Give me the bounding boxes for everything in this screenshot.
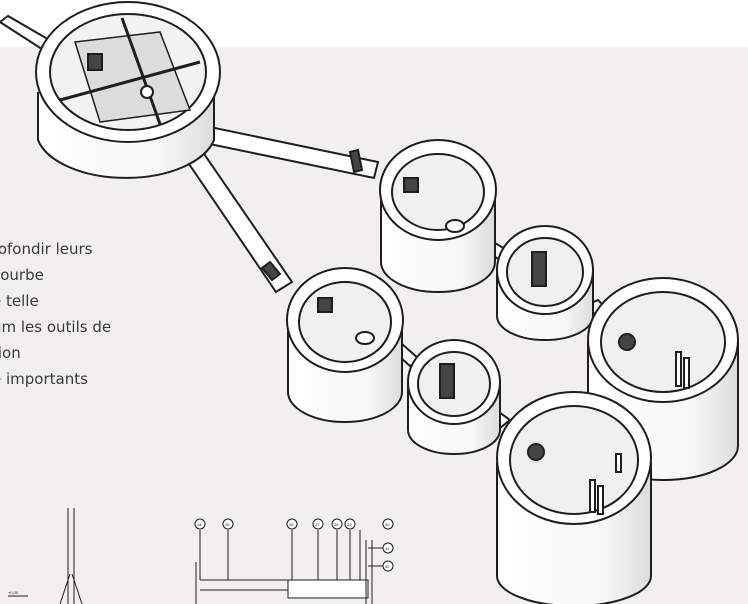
flange-icon — [260, 148, 364, 282]
text-line-1: rofondir leurs — [0, 240, 93, 258]
tank-5 — [407, 339, 501, 455]
bubble-label-27: 27 — [315, 522, 320, 527]
tank-2 — [379, 139, 497, 293]
tank-4 — [286, 267, 404, 423]
tank-large — [35, 1, 221, 179]
text-line-3: e telle — [0, 292, 39, 310]
text-line-2: courbe — [0, 266, 44, 284]
bubble-label-31: 31 — [385, 546, 390, 551]
bubble-label-24: 24 — [197, 522, 202, 527]
text-line-4: um les outils de — [0, 318, 112, 336]
bubble-label-32: 32 — [385, 564, 390, 569]
tank-3 — [496, 225, 594, 341]
text-line-6: e importants — [0, 370, 88, 388]
bubble-label-28: 28 — [334, 522, 339, 527]
tank-7 — [496, 391, 652, 604]
bubble-label-25: 25 — [225, 522, 230, 527]
text-line-5: tion — [0, 344, 21, 362]
description-text: rofondir leurs courbe e telle um les out… — [0, 236, 192, 392]
bubble-label-26: 26 — [289, 522, 294, 527]
elevation-label: +0,00 — [8, 590, 19, 595]
technical-drawing — [8, 508, 394, 604]
bubble-label-29: 29 — [347, 522, 352, 527]
bubble-label-30: 30 — [385, 522, 390, 527]
